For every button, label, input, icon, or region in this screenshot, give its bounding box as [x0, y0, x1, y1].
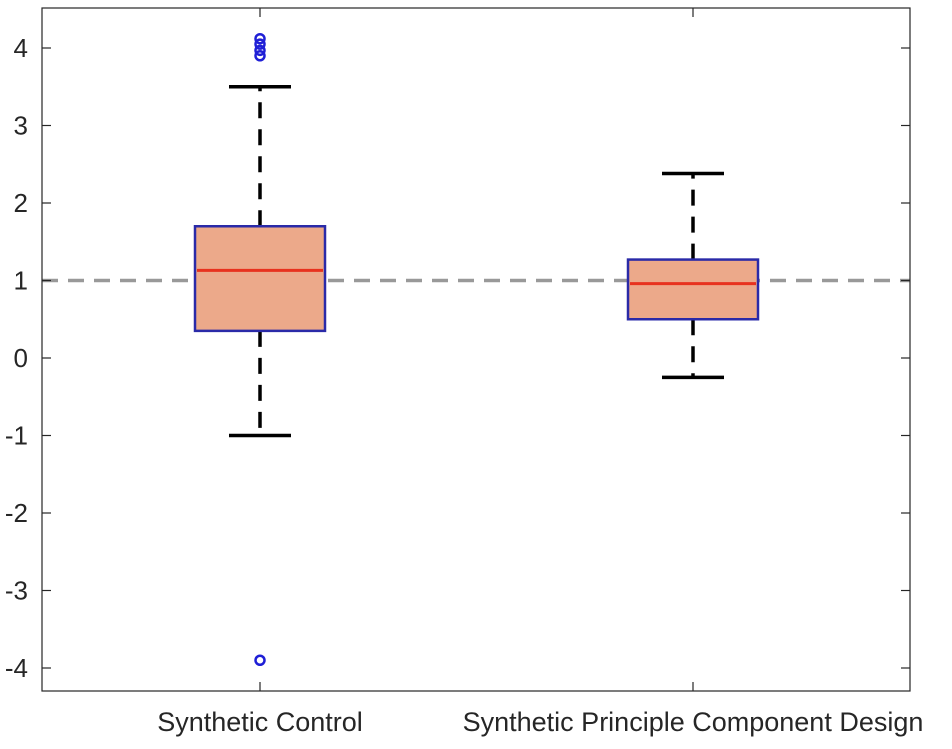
axes-frame [41, 7, 911, 692]
y-tick-label: -3 [5, 576, 28, 606]
y-tick-label: 0 [14, 343, 28, 373]
x-category-label: Synthetic Principle Component Design [463, 707, 924, 737]
y-tick-label: -1 [5, 421, 28, 451]
box-1-outlier-1 [254, 32, 266, 45]
y-tick-label: 1 [14, 266, 28, 296]
box-1-outlier-5 [254, 654, 266, 666]
box-1-outlier-2 [254, 38, 266, 50]
y-tick-label: -4 [5, 653, 28, 683]
box-1-outlier-3 [254, 44, 266, 57]
x-category-label: Synthetic Control [157, 707, 363, 737]
box-1-iqr-box [193, 225, 327, 333]
y-tick-label: -2 [5, 498, 28, 528]
y-tick-label: 2 [14, 188, 28, 218]
y-tick-label: 3 [14, 111, 28, 141]
box-1-outlier-4 [254, 50, 266, 62]
box-2-iqr-box [626, 258, 760, 321]
y-tick-label: 4 [14, 33, 28, 63]
